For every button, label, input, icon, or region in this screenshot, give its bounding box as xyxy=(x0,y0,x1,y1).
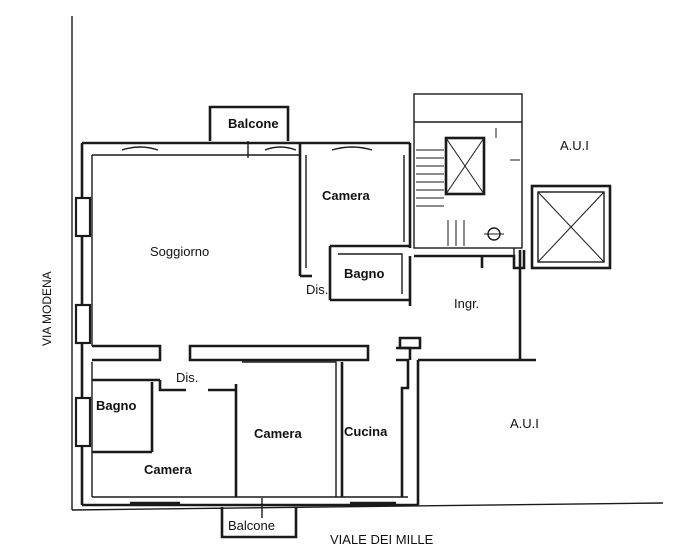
elevator-shaft xyxy=(444,136,486,196)
bagno-left-label: Bagno xyxy=(96,398,137,413)
balcony-bottom-outline xyxy=(220,507,298,539)
stair-block xyxy=(413,93,523,249)
site-boundary-south xyxy=(71,502,664,511)
dis-center-label: Dis. xyxy=(306,282,329,297)
wall-soggiorno-south-right xyxy=(188,344,370,362)
light-well xyxy=(530,184,612,270)
aui-top-label: A.U.I xyxy=(560,138,589,153)
light-well-inner xyxy=(537,191,605,263)
window-north-3 xyxy=(331,146,373,151)
street-south-label: VIALE DEI MILLE xyxy=(330,532,434,547)
wall-soggiorno-south-left xyxy=(92,344,162,362)
window-west-3 xyxy=(74,396,92,448)
stair-steps xyxy=(416,149,465,246)
window-north-1 xyxy=(121,146,159,151)
wall-dis-lower-left xyxy=(158,380,186,392)
cucina-label: Cucina xyxy=(344,424,388,439)
dis-lower-label: Dis. xyxy=(176,370,199,385)
elevator-cross-2 xyxy=(445,137,485,195)
window-west-2 xyxy=(74,303,92,345)
ingresso-label: Ingr. xyxy=(454,296,480,311)
window-west-1 xyxy=(74,196,92,238)
aui-bottom-label: A.U.I xyxy=(510,416,539,431)
balcone-bottom-label: Balcone xyxy=(228,518,275,533)
balcony-top-outline xyxy=(208,105,290,141)
wall-ingresso-corner xyxy=(396,346,412,360)
light-well-cross-2 xyxy=(537,191,605,263)
window-north-2 xyxy=(264,146,297,151)
camera-bottom-left-label: Camera xyxy=(144,462,192,477)
wall-bagno-inner xyxy=(338,253,403,294)
bagno-center-label: Bagno xyxy=(344,266,385,281)
wall-camera-center-east xyxy=(242,361,337,497)
street-west-label: VIA MODENA xyxy=(40,271,54,346)
camera-bottom-center-label: Camera xyxy=(254,426,302,441)
balcone-top-label: Balcone xyxy=(228,116,279,131)
camera-top-label: Camera xyxy=(322,188,370,203)
wall-ingresso-north xyxy=(414,250,526,270)
soggiorno-label: Soggiorno xyxy=(150,244,210,259)
wall-cucina-east xyxy=(396,358,410,497)
wall-ingresso-west-pillar xyxy=(398,336,422,350)
